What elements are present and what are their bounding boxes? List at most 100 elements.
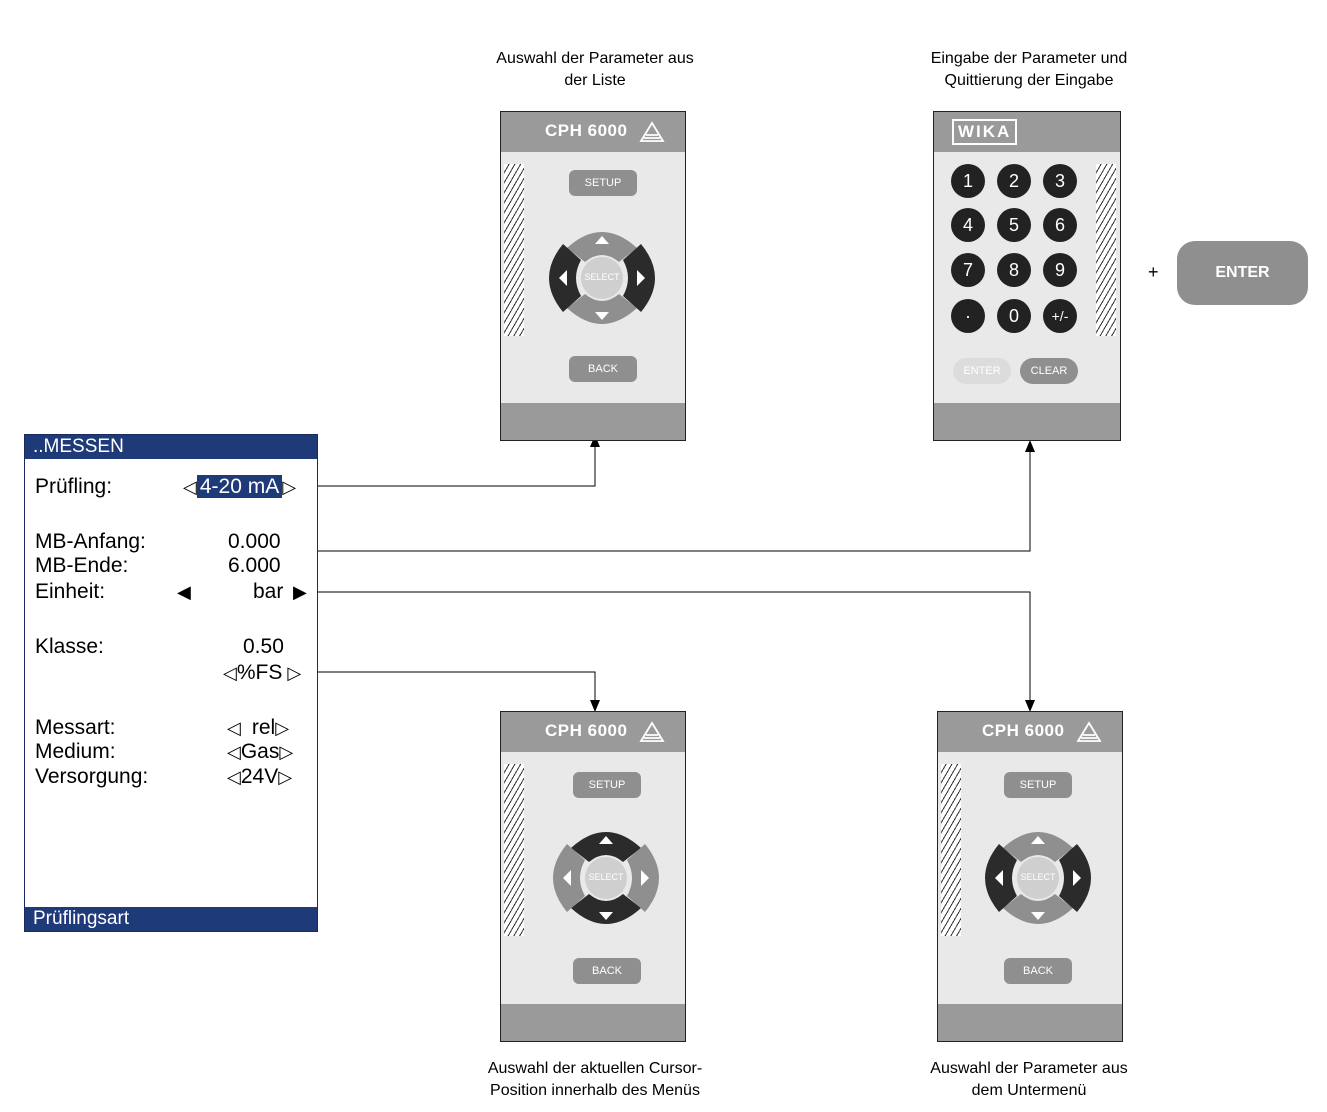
caption-bottom-left: Auswahl der aktuellen Cursor- Position i… xyxy=(452,1058,738,1102)
mb-anfang-label: MB-Anfang: xyxy=(35,530,146,553)
hatch-decoration xyxy=(504,764,524,936)
klasse-unit: %FS xyxy=(236,661,283,684)
next-option-icon[interactable]: ▷ xyxy=(282,477,297,497)
nav-up-arrow-icon xyxy=(1031,836,1045,844)
mb-ende-value[interactable]: 6.000 xyxy=(228,554,281,577)
nav-down-arrow-icon xyxy=(595,312,609,320)
navigation-pad[interactable] xyxy=(551,818,661,938)
prev-option-icon[interactable]: ◁ xyxy=(227,767,241,787)
mb-anfang-value[interactable]: 0.000 xyxy=(228,530,281,553)
back-button[interactable]: BACK xyxy=(573,958,641,984)
messart-value: rel xyxy=(251,716,276,739)
device-header: CPH 6000 xyxy=(501,112,685,152)
nav-up-arrow-icon xyxy=(599,836,613,844)
nav-left-arrow-icon xyxy=(559,270,567,286)
next-option-icon[interactable]: ▷ xyxy=(282,663,302,683)
device-panel-bottom-right: CPH 6000 SETUP SELECT BACK xyxy=(937,711,1123,1042)
nav-down-arrow-icon xyxy=(599,912,613,920)
key-9[interactable]: 9 xyxy=(1043,253,1077,287)
nav-right-arrow-icon xyxy=(637,270,645,286)
enter-button[interactable]: ENTER xyxy=(1177,241,1308,305)
nav-down-button xyxy=(567,294,637,324)
prev-option-icon[interactable]: ◁ xyxy=(223,663,237,683)
hatch-decoration xyxy=(941,764,961,936)
select-label: SELECT xyxy=(1020,872,1056,882)
setup-button[interactable]: SETUP xyxy=(573,772,641,798)
einheit-prev-icon[interactable]: ◀ xyxy=(177,582,191,602)
setup-button[interactable]: SETUP xyxy=(1004,772,1072,798)
back-button[interactable]: BACK xyxy=(569,356,637,382)
keypad-enter-button[interactable]: ENTER xyxy=(953,358,1011,384)
key-4[interactable]: 4 xyxy=(951,208,985,242)
next-option-icon[interactable]: ▷ xyxy=(275,718,290,738)
medium-control[interactable]: ◁Gas▷ xyxy=(227,740,293,764)
einheit-value: bar xyxy=(253,580,284,603)
key-2[interactable]: 2 xyxy=(997,164,1031,198)
caption-line: Position innerhalb des Menüs xyxy=(490,1082,700,1099)
keypad-clear-button[interactable]: CLEAR xyxy=(1020,358,1078,384)
nav-left-arrow-icon xyxy=(995,870,1003,886)
hatch-decoration xyxy=(1096,164,1116,336)
klasse-label: Klasse: xyxy=(35,635,104,658)
caption-line: dem Untermenü xyxy=(971,1082,1087,1099)
back-button[interactable]: BACK xyxy=(1004,958,1072,984)
caption-top-right: Eingabe der Parameter und Quittierung de… xyxy=(886,48,1172,92)
prev-option-icon[interactable]: ◁ xyxy=(227,742,241,762)
hatch-decoration xyxy=(504,164,524,336)
key-1[interactable]: 1 xyxy=(951,164,985,198)
device-brand: CPH 6000 xyxy=(545,721,628,740)
line-einheit xyxy=(300,591,1031,700)
prev-option-icon[interactable]: ◁ xyxy=(227,718,246,738)
select-label: SELECT xyxy=(584,272,620,282)
pruefling-label: Prüfling: xyxy=(35,475,113,498)
next-option-icon[interactable]: ▷ xyxy=(279,742,294,762)
arrow-up-keypad xyxy=(1025,440,1035,452)
medium-value: Gas xyxy=(240,740,280,763)
display-screen: ..MESSEN Prüfling: ◁4-20 mA▷ MB-Anfang: … xyxy=(24,434,318,932)
device-footer xyxy=(501,403,685,440)
key-0[interactable]: 0 xyxy=(997,299,1031,333)
nav-up-button xyxy=(571,832,641,862)
nav-left-arrow-icon xyxy=(563,870,571,886)
key-plus-minus[interactable]: +/- xyxy=(1043,299,1077,333)
device-panel-top-left: CPH 6000 SETUP SELECT BACK xyxy=(500,111,686,441)
nav-down-button xyxy=(1003,894,1073,924)
versorgung-control[interactable]: ◁24V▷ xyxy=(227,765,292,789)
keypad-footer xyxy=(934,403,1120,440)
key-3[interactable]: 3 xyxy=(1043,164,1077,198)
screen-title: ..MESSEN xyxy=(25,435,317,459)
key-5[interactable]: 5 xyxy=(997,208,1031,242)
key-decimal[interactable]: · xyxy=(951,299,985,333)
next-option-icon[interactable]: ▷ xyxy=(278,767,293,787)
navigation-pad[interactable] xyxy=(983,818,1093,938)
setup-button[interactable]: SETUP xyxy=(569,170,637,196)
nav-up-button xyxy=(567,232,637,262)
device-brand: CPH 6000 xyxy=(545,121,628,140)
nav-right-arrow-icon xyxy=(1073,870,1081,886)
mb-ende-label: MB-Ende: xyxy=(35,554,129,577)
caption-line: Auswahl der aktuellen Cursor- xyxy=(487,1060,703,1077)
klasse-value[interactable]: 0.50 xyxy=(243,635,284,658)
key-6[interactable]: 6 xyxy=(1043,208,1077,242)
klasse-unit-control[interactable]: ◁%FS ▷ xyxy=(223,661,301,685)
einheit-next-icon[interactable]: ▶ xyxy=(293,582,307,602)
keypad-panel: WIKA 1 2 3 4 5 6 7 8 9 · 0 +/- ENTER CLE… xyxy=(933,111,1121,441)
key-8[interactable]: 8 xyxy=(997,253,1031,287)
nav-down-arrow-icon xyxy=(1031,912,1045,920)
pruefling-control[interactable]: ◁4-20 mA▷ xyxy=(183,475,296,499)
key-7[interactable]: 7 xyxy=(951,253,985,287)
pruefling-value: 4-20 mA xyxy=(196,475,283,498)
messart-control[interactable]: ◁ rel▷ xyxy=(227,716,289,740)
nav-down-button xyxy=(571,894,641,924)
select-label: SELECT xyxy=(588,872,624,882)
caption-line: Auswahl der Parameter aus xyxy=(496,50,694,67)
device-header: CPH 6000 xyxy=(501,712,685,752)
navigation-pad[interactable] xyxy=(547,218,657,338)
versorgung-label: Versorgung: xyxy=(35,765,149,788)
triangle-logo-icon xyxy=(639,121,665,142)
prev-option-icon[interactable]: ◁ xyxy=(183,477,197,497)
nav-right-arrow-icon xyxy=(641,870,649,886)
line-klasse xyxy=(314,671,596,700)
arrow-down-bottom-left xyxy=(590,700,600,712)
